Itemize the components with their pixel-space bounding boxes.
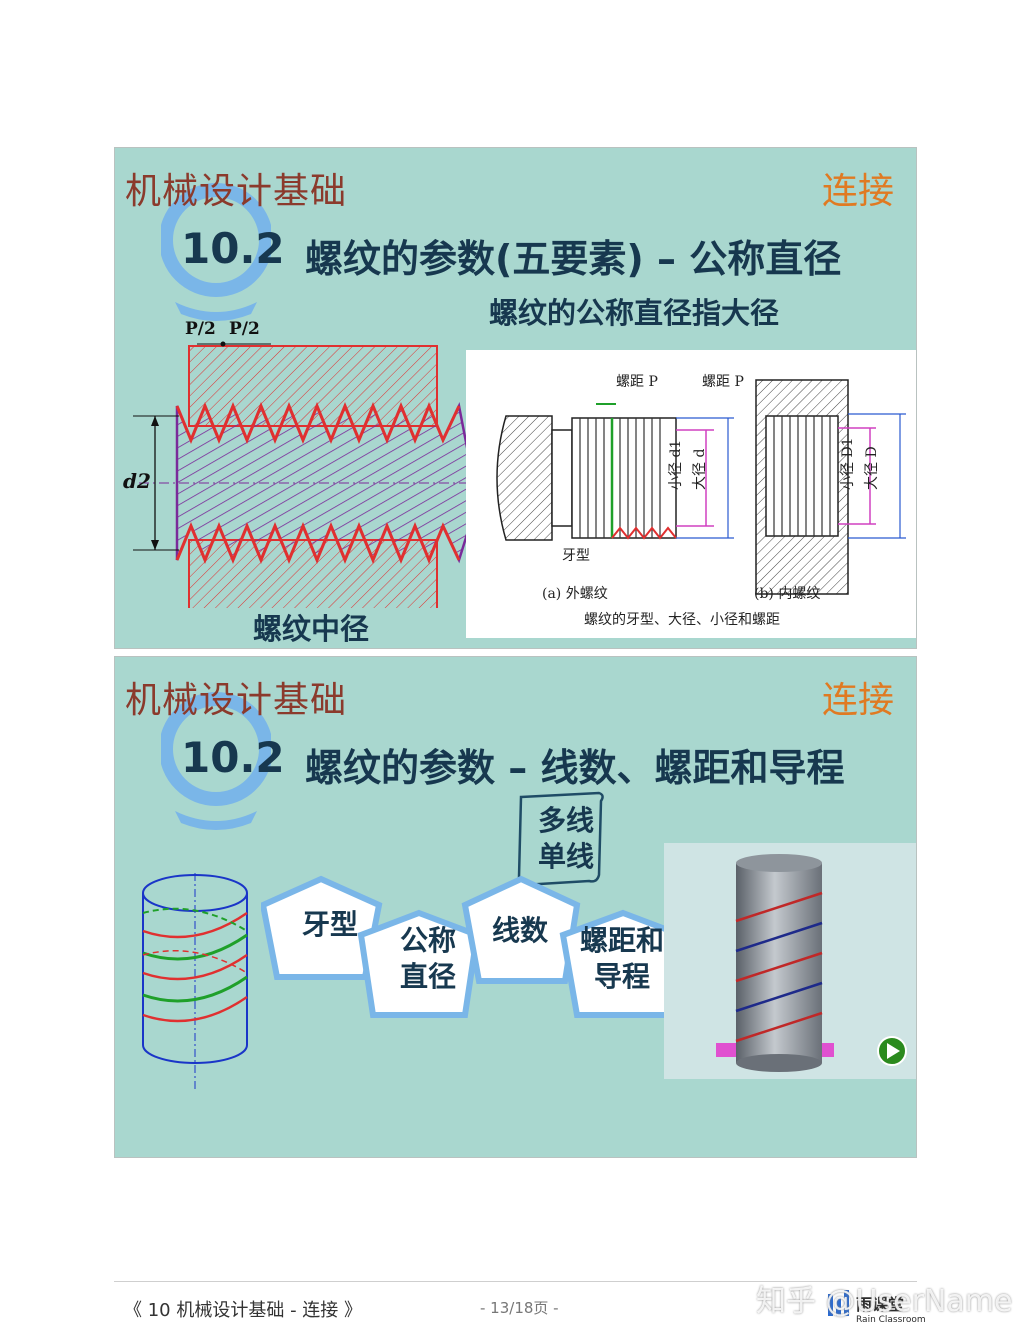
slide-subtitle: 螺纹的公称直径指大径: [489, 296, 780, 330]
pitch-label-internal: 螺距 P: [702, 374, 744, 390]
major-diameter-external: 大径 d: [692, 449, 708, 490]
watermark: 知乎 @UserName: [756, 1284, 1013, 1319]
ring-badge-icon: [161, 182, 271, 321]
pitch-half-label-1: P/2: [185, 319, 216, 339]
hexagon-nominal-diameter: 公称 直径: [399, 924, 456, 993]
multi-start-label: 多线: [537, 804, 594, 837]
pitch-label-external: 螺距 P: [616, 374, 658, 390]
parameter-chain-diagram: [261, 875, 671, 1018]
figure-caption: 螺纹的牙型、大径、小径和螺距: [584, 612, 780, 628]
footer-divider: [114, 1281, 917, 1282]
course-title: 机械设计基础: [125, 680, 348, 721]
minor-diameter-external: 小径 d1: [668, 440, 684, 490]
course-title: 机械设计基础: [125, 171, 348, 212]
helix-cylinder-diagram: [142, 873, 248, 1089]
ring-badge-icon: [161, 691, 271, 830]
helix-3d-figure: [664, 843, 916, 1079]
topic-title: 连接: [821, 680, 894, 721]
section-title: 螺纹的参数(五要素) – 公称直径: [305, 237, 842, 281]
logo-text: 雨课堂 Rain Classroom: [856, 1295, 926, 1325]
play-button-icon: [877, 1036, 907, 1066]
hexagon-profile: 牙型: [301, 908, 358, 941]
internal-thread-label: (b) 内螺纹: [754, 586, 820, 602]
slide-lines-pitch-lead: 机械设计基础 连接 10.2 螺纹的参数 – 线数、螺距和导程 多线 单线 牙型…: [114, 656, 917, 1158]
hexagon-number-of-starts: 线数: [491, 914, 548, 947]
pitch-diameter-label: d2: [123, 469, 151, 493]
single-start-label: 单线: [537, 840, 594, 873]
section-number: 10.2: [181, 224, 285, 273]
document-title: 《 10 机械设计基础 - 连接 》: [124, 1300, 363, 1321]
hexagon-pitch-and-lead: 螺距和 导程: [579, 924, 664, 993]
page-indicator: - 13/18页 -: [480, 1299, 559, 1317]
minor-diameter-internal: 小径 D1: [840, 437, 856, 490]
thread-lines-label: 多线 单线: [527, 803, 605, 875]
profile-label: 牙型: [562, 548, 590, 564]
pitch-diameter-diagram: P/2 P/2 d2: [123, 319, 479, 608]
major-diameter-internal: 大径 D: [864, 446, 880, 490]
topic-title: 连接: [821, 171, 894, 212]
external-thread-label: (a) 外螺纹: [542, 586, 608, 602]
pitch-diameter-caption: 螺纹中径: [253, 612, 370, 646]
pitch-half-label-2: P/2: [229, 319, 260, 339]
section-title: 螺纹的参数 – 线数、螺距和导程: [305, 746, 845, 790]
slide-nominal-diameter: 机械设计基础 连接 10.2 螺纹的参数(五要素) – 公称直径 螺纹的公称直径…: [114, 147, 917, 649]
thread-parameters-figure: 螺距 P 小径 d1 大径 d 牙型 螺距 P 小径 D1 大径 D (a) 外…: [466, 350, 916, 638]
section-number: 10.2: [181, 733, 285, 782]
rain-classroom-logo-icon: [828, 1290, 849, 1316]
